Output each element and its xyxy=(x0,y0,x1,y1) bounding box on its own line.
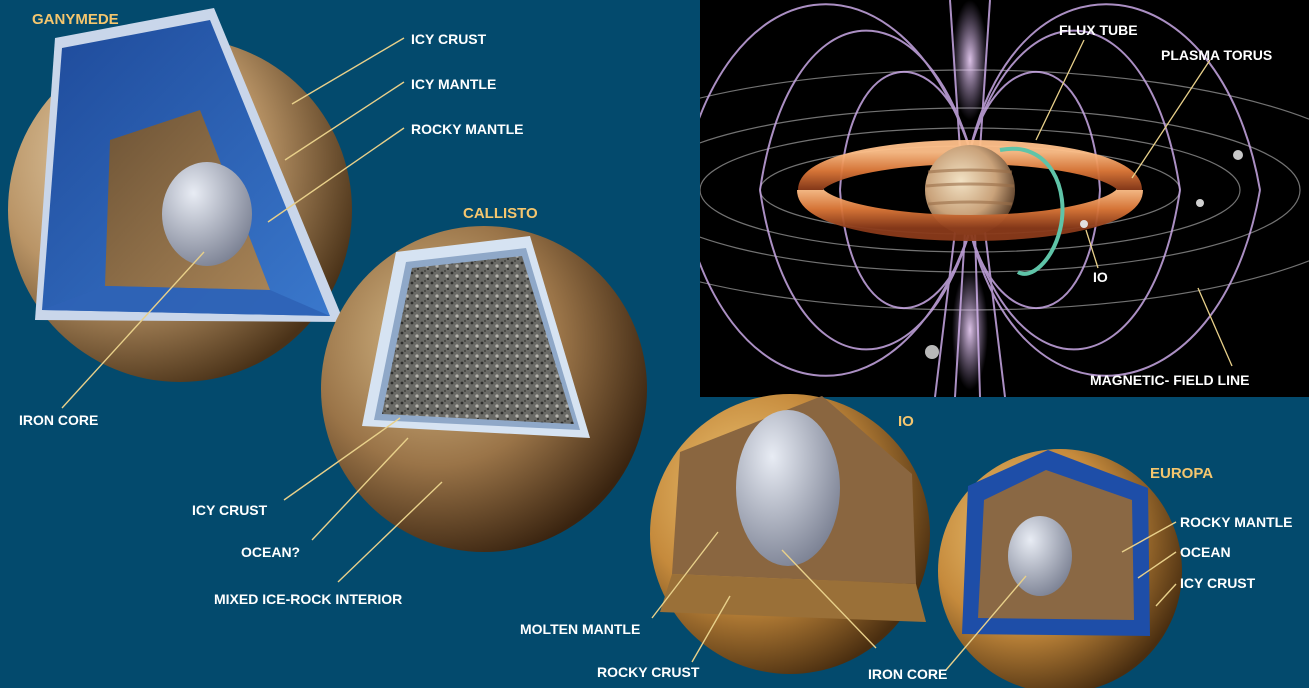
europa-rocky-mantle-label: ROCKY MANTLE xyxy=(1180,514,1293,530)
io-rocky-crust-label: ROCKY CRUST xyxy=(597,664,699,680)
callisto-icy-crust-label: ICY CRUST xyxy=(192,502,267,518)
callisto-ocean-label: OCEAN? xyxy=(241,544,300,560)
europa-icy-crust-label: ICY CRUST xyxy=(1180,575,1255,591)
io-label: IO xyxy=(1093,269,1108,285)
callisto-title: CALLISTO xyxy=(463,206,538,222)
ganymede-iron-core-label: IRON CORE xyxy=(19,412,98,428)
ganymede-icy-crust-label: ICY CRUST xyxy=(411,31,486,47)
magnetic-field-line-label: MAGNETIC- FIELD LINE xyxy=(1090,372,1249,388)
io-iron-core-label: IRON CORE xyxy=(868,666,947,682)
ganymede-title: GANYMEDE xyxy=(32,12,119,28)
io-moon xyxy=(1080,220,1088,228)
io-title: IO xyxy=(898,414,914,430)
europa-ocean-label: OCEAN xyxy=(1180,544,1231,560)
europa-cutaway xyxy=(938,449,1182,688)
callisto-interior-label: MIXED ICE-ROCK INTERIOR xyxy=(214,591,402,607)
ganymede-cutaway xyxy=(8,8,352,382)
flux-tube-label: FLUX TUBE xyxy=(1059,22,1138,38)
ganymede-icy-mantle-label: ICY MANTLE xyxy=(411,76,496,92)
callisto-cutaway xyxy=(321,226,647,552)
io-molten-mantle-label: MOLTEN MANTLE xyxy=(520,621,640,637)
moon xyxy=(1233,150,1243,160)
plasma-torus-label: PLASMA TORUS xyxy=(1161,47,1272,63)
moon xyxy=(1196,199,1204,207)
io-cutaway xyxy=(650,394,930,674)
magnetosphere-panel: FLUX TUBE PLASMA TORUS IO MAGNETIC- FIEL… xyxy=(700,0,1309,397)
moon xyxy=(925,345,939,359)
europa-title: EUROPA xyxy=(1150,466,1213,482)
ganymede-rocky-mantle-label: ROCKY MANTLE xyxy=(411,121,524,137)
